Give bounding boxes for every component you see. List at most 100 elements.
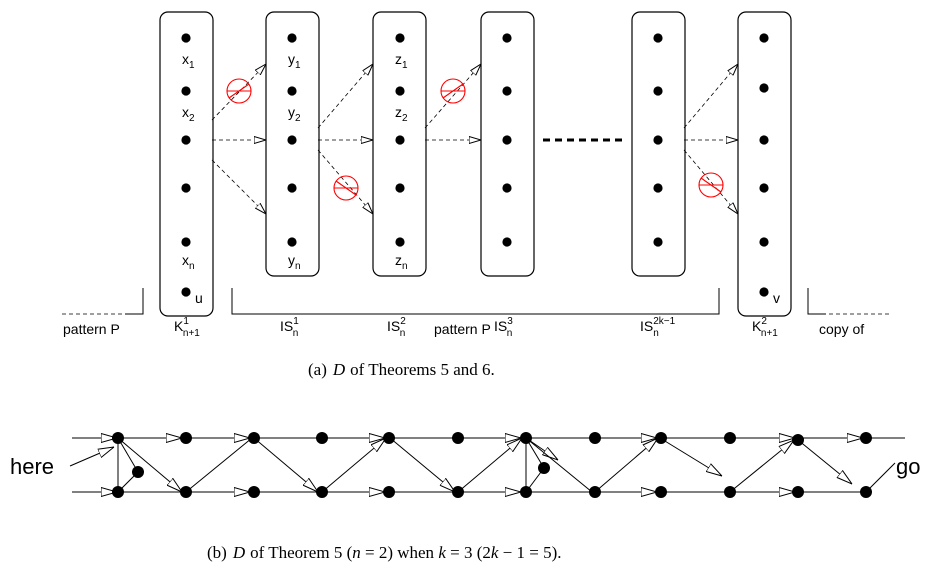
dashed-arc	[424, 64, 481, 129]
dashed-arc	[211, 159, 266, 214]
vertex	[759, 183, 769, 193]
bracket-label-right: copy of	[819, 321, 864, 337]
vertex-label-x1: x1	[182, 51, 195, 71]
vertex	[860, 486, 872, 498]
vertex-label-yn: yn	[288, 252, 301, 272]
vertex	[383, 432, 395, 444]
vertex	[248, 486, 260, 498]
vertex	[112, 432, 124, 444]
vertex	[759, 135, 769, 145]
bracket-label-middle: pattern P	[434, 321, 491, 337]
forbidden-arc-icon	[333, 175, 359, 201]
vertex	[759, 83, 769, 93]
panel-a: x1 x2 xn u y1 y2 yn z1 z2 zn v	[60, 11, 890, 379]
vertices-k2	[759, 33, 769, 297]
vertex	[653, 237, 663, 247]
bracket-left	[60, 288, 144, 315]
column-box-is2k-1	[631, 11, 686, 277]
vertex	[287, 86, 297, 96]
end-pointer	[869, 462, 896, 489]
dashed-arc	[683, 64, 738, 129]
vertex	[395, 135, 405, 145]
vertex	[181, 86, 191, 96]
column-box-k1	[159, 11, 214, 317]
vertex	[452, 486, 464, 498]
vertex	[181, 33, 191, 43]
bracket-label-left: pattern P	[63, 321, 120, 337]
vertex	[589, 486, 601, 498]
vertices-is3	[502, 33, 512, 247]
vertex	[655, 432, 667, 444]
vertex	[395, 33, 405, 43]
vertex	[792, 486, 804, 498]
vertex	[181, 287, 191, 297]
vertex	[759, 287, 769, 297]
start-pointer	[69, 447, 114, 467]
vertex-label-u: u	[195, 290, 203, 306]
end-label: go	[896, 454, 920, 479]
vertex-label-y2: y2	[288, 104, 301, 124]
column-box-is2	[372, 11, 427, 277]
dashed-arc	[317, 149, 373, 214]
vertex-label-z2: z2	[395, 104, 408, 124]
panel-b: here go (b)Dof Theorem 5 (n = 2) when k …	[10, 432, 920, 562]
vertex	[724, 432, 736, 444]
vertex	[653, 33, 663, 43]
forbidden-arc-icon	[226, 78, 252, 104]
vertex	[860, 432, 872, 444]
column-box-k2	[737, 11, 792, 317]
vertex	[502, 86, 512, 96]
dashed-arc	[211, 64, 266, 121]
bracket-middle	[231, 288, 720, 315]
vertex-label-z1: z1	[395, 51, 408, 71]
vertex	[248, 432, 260, 444]
column-box-is1	[265, 11, 320, 277]
vertex	[653, 86, 663, 96]
vertex-label-v: v	[773, 290, 780, 306]
vertex	[502, 135, 512, 145]
column-box-is3	[480, 11, 535, 277]
start-label: here	[10, 454, 54, 479]
vertex	[502, 183, 512, 193]
vertex	[589, 432, 601, 444]
dashed-arc	[683, 149, 738, 214]
vertex	[792, 434, 804, 446]
vertex	[181, 183, 191, 193]
vertex	[287, 33, 297, 43]
vertex	[395, 183, 405, 193]
vertex	[759, 33, 769, 43]
vertex	[759, 237, 769, 247]
vertex	[180, 432, 192, 444]
dashed-arcs	[211, 64, 738, 214]
vertex-label-xn: xn	[182, 252, 195, 272]
vertices-bottom-row	[112, 486, 872, 498]
vertex	[538, 462, 550, 474]
vertex	[520, 432, 532, 444]
vertex	[653, 135, 663, 145]
vertices-is2	[395, 33, 405, 247]
vertex	[383, 486, 395, 498]
vertex	[316, 432, 328, 444]
vertex	[655, 486, 667, 498]
vertex	[287, 135, 297, 145]
vertices-top-row	[112, 432, 872, 446]
dashed-arc	[317, 64, 373, 129]
vertex	[287, 183, 297, 193]
vertices-k1	[181, 33, 191, 297]
vertex	[112, 486, 124, 498]
cross-arcs	[117, 438, 852, 492]
vertex	[452, 432, 464, 444]
vertex	[181, 135, 191, 145]
vertex	[395, 86, 405, 96]
vertex	[502, 33, 512, 43]
vertex	[724, 486, 736, 498]
